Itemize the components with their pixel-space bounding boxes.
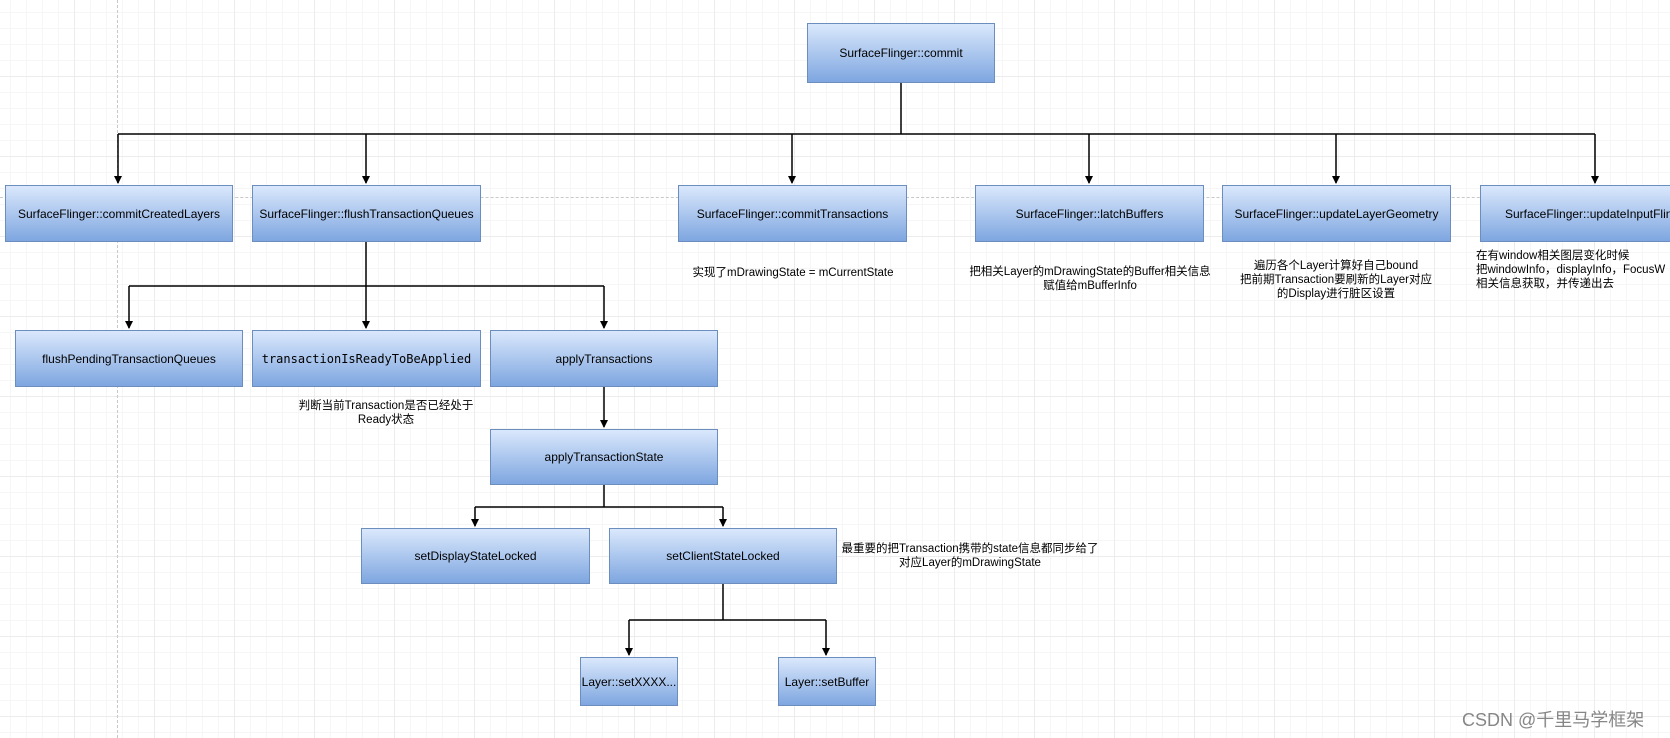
node-flush-pending-transaction-queues[interactable]: flushPendingTransactionQueues [15,330,243,387]
node-apply-transaction-state[interactable]: applyTransactionState [490,429,718,485]
node-commit-created-layers[interactable]: SurfaceFlinger::commitCreatedLayers [5,185,233,242]
node-update-input-flinger[interactable]: SurfaceFlinger::updateInputFlin [1480,185,1670,242]
note-update-input-flinger: 在有window相关图层变化时候 把windowInfo，displayInfo… [1476,250,1666,290]
node-update-layer-geometry[interactable]: SurfaceFlinger::updateLayerGeometry [1222,185,1451,242]
note-commit-transactions: 实现了mDrawingState = mCurrentState [692,267,894,279]
node-transaction-is-ready[interactable]: transactionIsReadyToBeApplied [252,330,481,387]
note-transaction-ready: 判断当前Transaction是否已经处于 Ready状态 [298,400,474,426]
node-latch-buffers[interactable]: SurfaceFlinger::latchBuffers [975,185,1204,242]
node-commit[interactable]: SurfaceFlinger::commit [807,23,995,83]
node-layer-set-xxxx[interactable]: Layer::setXXXX... [580,657,678,706]
note-update-layer-geometry: 遍历各个Layer计算好自己bound 把前期Transaction要刷新的La… [1240,260,1432,300]
node-commit-transactions[interactable]: SurfaceFlinger::commitTransactions [678,185,907,242]
node-set-display-state-locked[interactable]: setDisplayStateLocked [361,528,590,584]
node-set-client-state-locked[interactable]: setClientStateLocked [609,528,837,584]
node-apply-transactions[interactable]: applyTransactions [490,330,718,387]
node-layer-set-buffer[interactable]: Layer::setBuffer [778,657,876,706]
note-latch-buffers: 把相关Layer的mDrawingState的Buffer相关信息 赋值给mBu… [969,266,1211,292]
node-flush-transaction-queues[interactable]: SurfaceFlinger::flushTransactionQueues [252,185,481,242]
watermark: CSDN @千里马学框架 [1462,710,1645,730]
note-set-client-state: 最重要的把Transaction携带的state信息都同步给了 对应Layer的… [841,543,1099,569]
